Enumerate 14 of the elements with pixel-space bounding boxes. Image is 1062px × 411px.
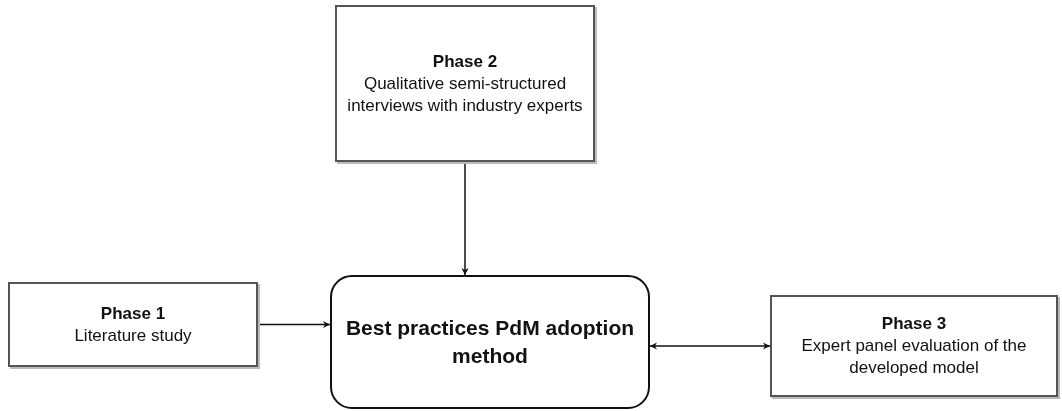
phase-description: Expert panel evaluation of the developed model xyxy=(800,335,1028,379)
process-box xyxy=(8,282,258,367)
process-box xyxy=(335,5,595,162)
phase-heading: Phase 1 xyxy=(100,302,166,325)
rounded-box xyxy=(330,275,650,409)
phase-heading: Phase 3 xyxy=(881,313,947,335)
arrow xyxy=(649,342,771,350)
arrow xyxy=(257,321,331,328)
phase-heading: Phase 2 xyxy=(432,50,498,73)
phase-description: Qualitative semi-structured interviews with industry experts xyxy=(346,72,584,117)
process-box xyxy=(770,295,1058,397)
phase-description: Literature study xyxy=(74,324,192,347)
method-title: Best practices PdM adoption method xyxy=(344,315,636,369)
arrow xyxy=(461,161,469,276)
